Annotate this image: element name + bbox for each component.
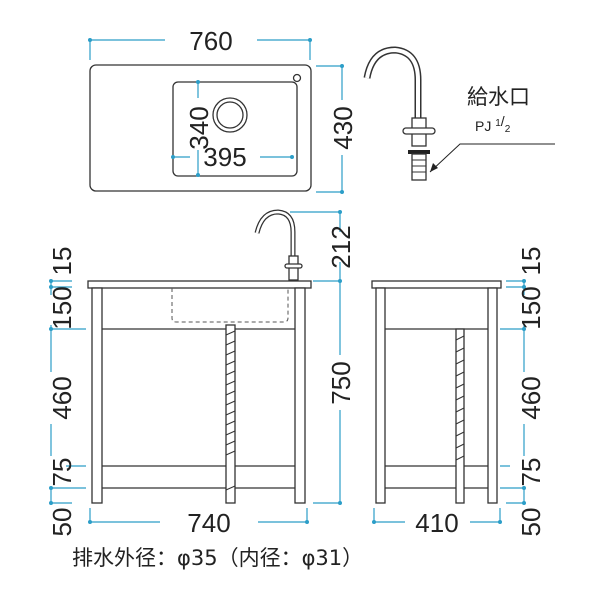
front-dim-75: 75 xyxy=(47,458,77,487)
side-dim-50: 50 xyxy=(516,508,546,537)
drain-pipe xyxy=(225,324,236,504)
dim-760: 760 xyxy=(189,26,232,56)
side-view: 15 150 460 75 50 410 xyxy=(371,247,546,538)
dim-340: 340 xyxy=(184,106,214,149)
front-right-leg xyxy=(294,287,306,504)
front-left-leg xyxy=(91,287,103,504)
drain-note: 排水外径：φ35（内径：φ31） xyxy=(72,546,363,570)
drain-inner xyxy=(216,101,244,129)
front-view: 15 150 460 75 50 212 750 740 xyxy=(36,209,356,538)
side-countertop xyxy=(371,280,502,289)
front-countertop xyxy=(87,280,312,289)
dim-410: 410 xyxy=(415,508,458,538)
dim-395: 395 xyxy=(203,142,246,172)
side-dim-15: 15 xyxy=(516,247,546,276)
side-dim-150: 150 xyxy=(516,286,546,329)
front-dim-460: 460 xyxy=(47,376,77,419)
dim-750: 750 xyxy=(326,361,356,404)
side-dim-75: 75 xyxy=(516,458,546,487)
dim-740: 740 xyxy=(187,508,230,538)
inlet-spec: PJ 1/2 xyxy=(475,113,511,135)
water-inlet-label: 給水口 xyxy=(467,85,530,109)
faucet-hole xyxy=(292,73,302,83)
front-dim-50: 50 xyxy=(47,508,77,537)
faucet-detail: 給水口 PJ 1/2 xyxy=(363,46,555,181)
side-dim-460: 460 xyxy=(516,376,546,419)
dim-430: 430 xyxy=(328,106,358,149)
front-dim-150: 150 xyxy=(47,286,77,329)
dim-212: 212 xyxy=(326,225,356,268)
top-view: 760 430 340 395 xyxy=(88,26,358,194)
front-dim-15: 15 xyxy=(47,247,77,276)
